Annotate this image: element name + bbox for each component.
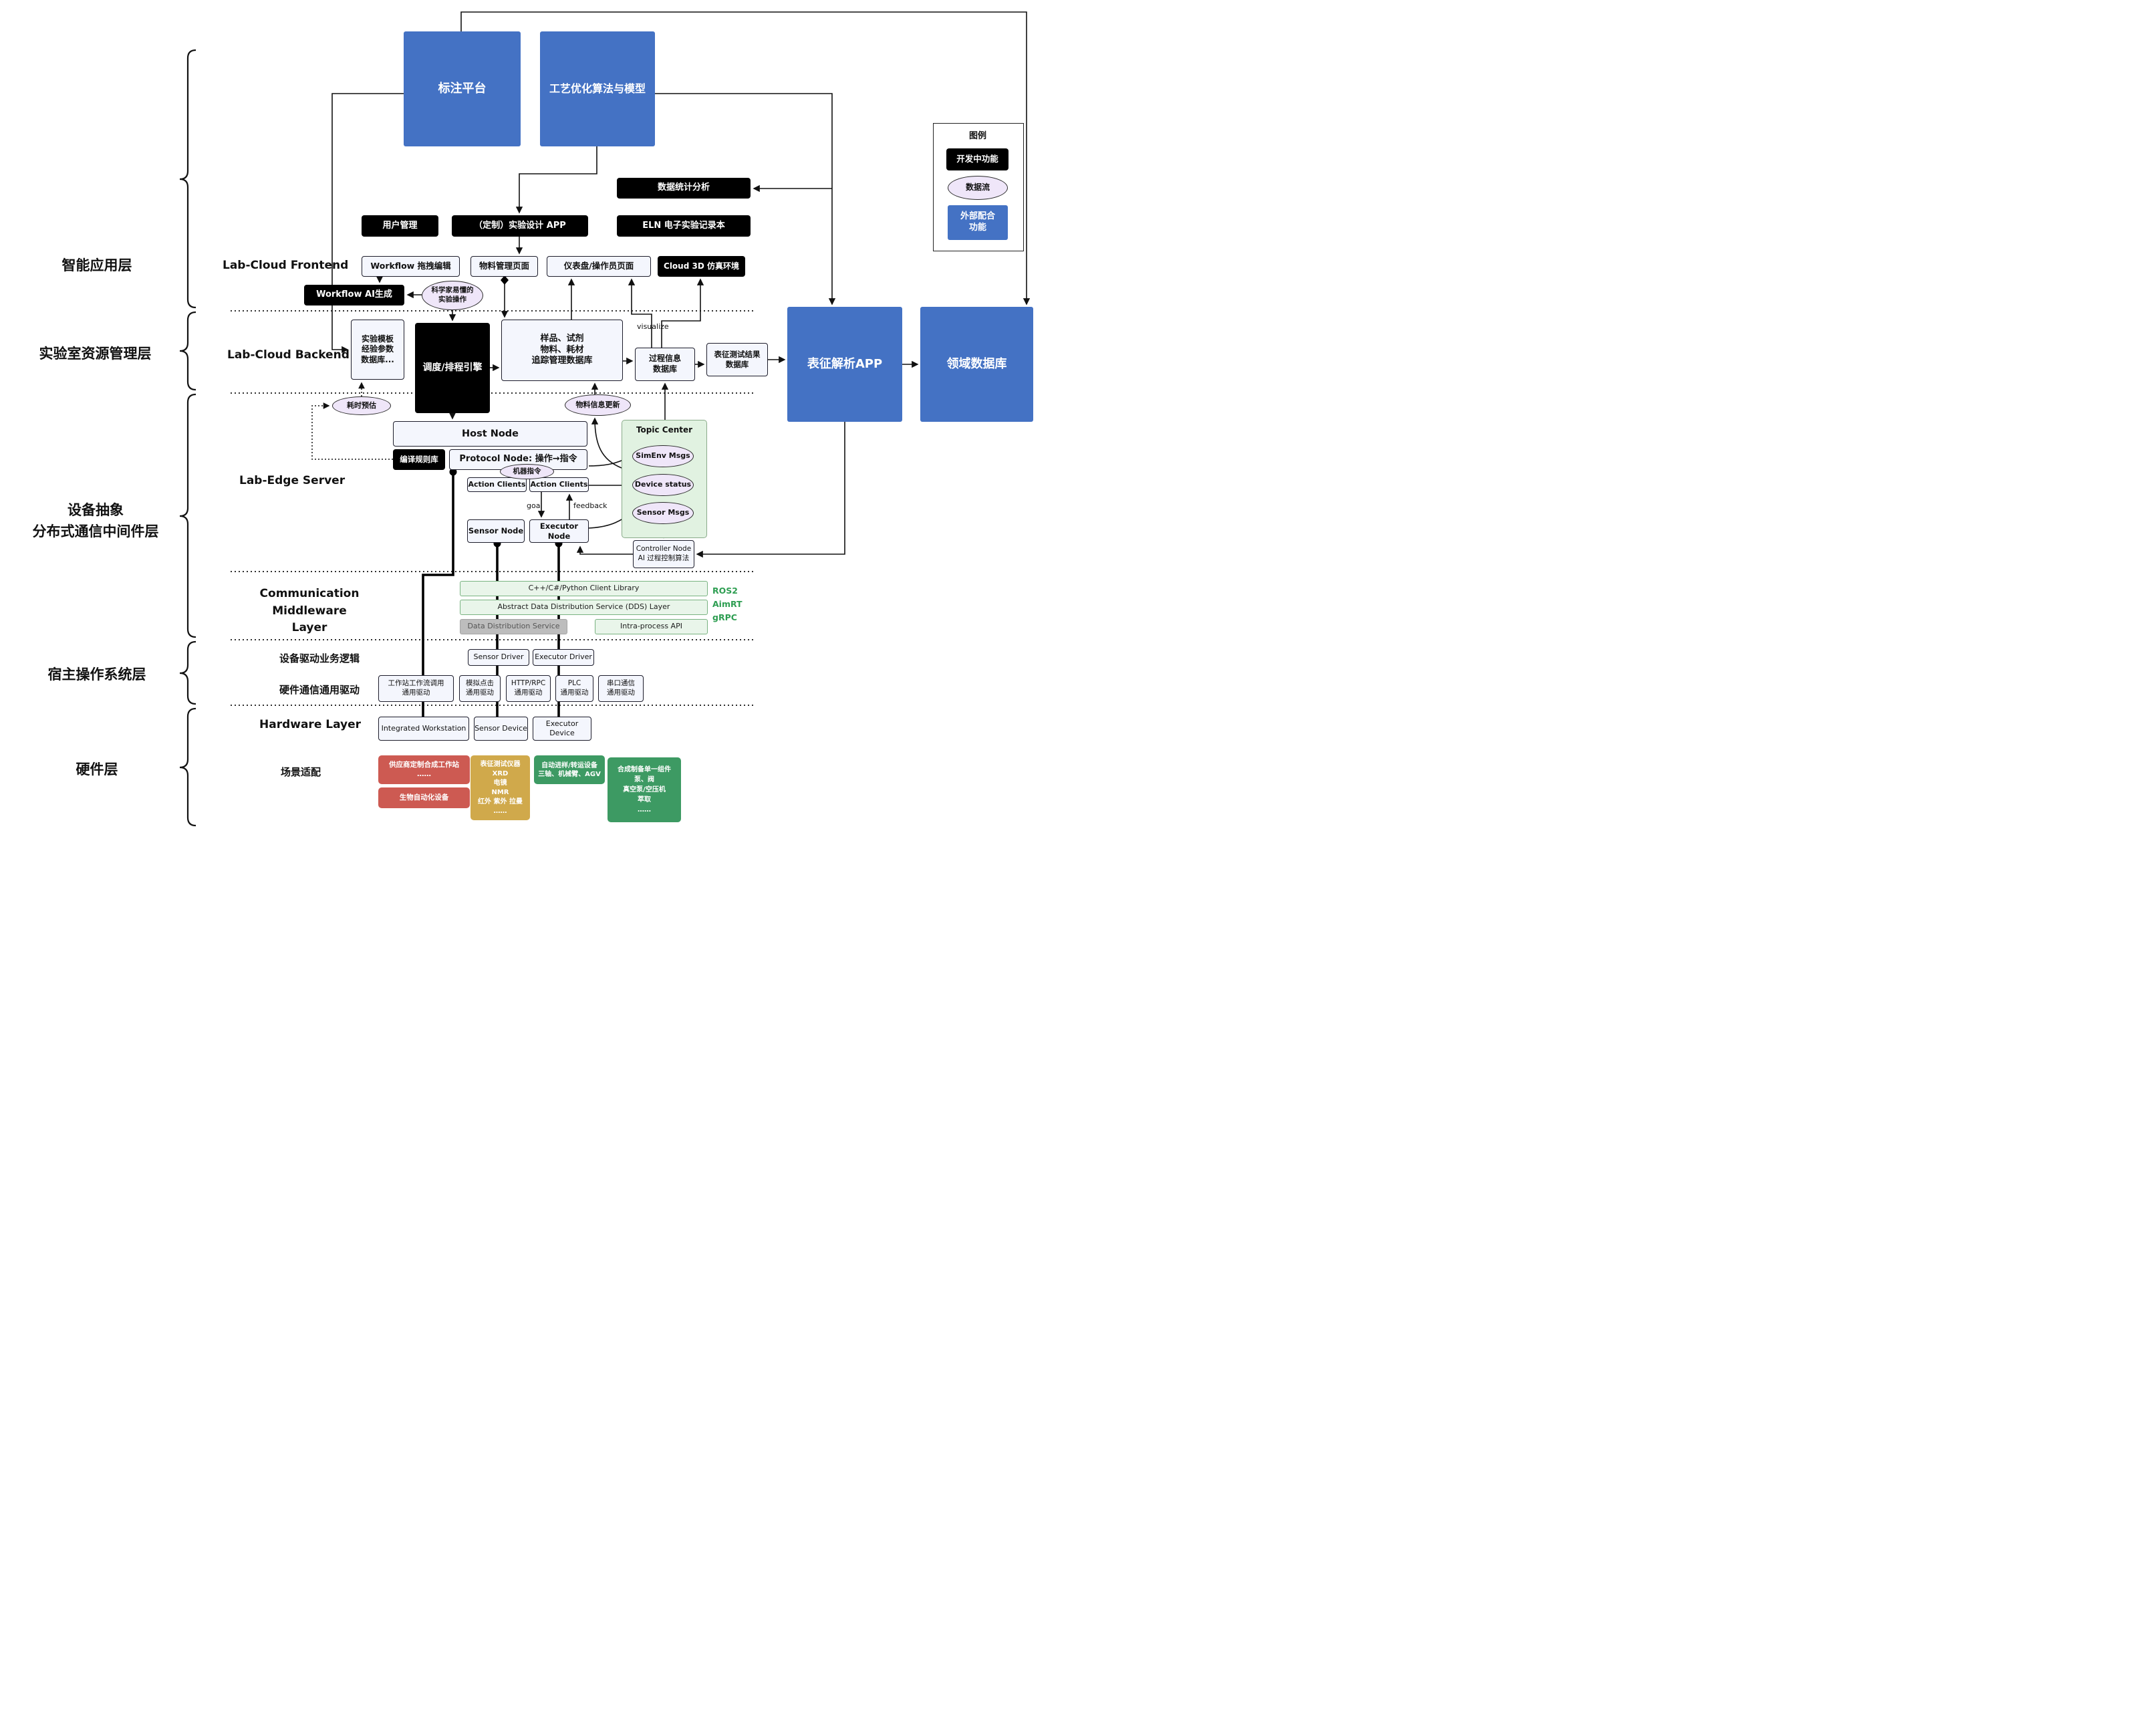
dashboard-operator-page-box: 仪表盘/操作员页面	[547, 256, 651, 277]
data-statistics-box: 数据统计分析	[617, 178, 751, 199]
architecture-diagram: 智能应用层 实验室资源管理层 设备抽象 分布式通信中间件层 宿主操作系统层 硬件…	[0, 0, 1036, 829]
layer-separators	[231, 310, 755, 706]
visualize-label: visualize	[637, 322, 669, 331]
machine-instruction-ellipse: 机器指令	[500, 464, 554, 479]
characterization-result-db-box: 表征测试结果 数据库	[706, 343, 768, 376]
http-rpc-driver-box: HTTP/RPC 通用驱动	[506, 675, 551, 702]
action-clients-left-box: Action Clients	[467, 477, 527, 492]
process-info-db-box: 过程信息 数据库	[635, 348, 695, 381]
workflow-ai-generate-box: Workflow AI生成	[304, 285, 404, 305]
sensor-driver-box: Sensor Driver	[468, 649, 529, 666]
characterization-analysis-app-box: 表征解析APP	[787, 307, 902, 422]
section-label-frontend: Lab-Cloud Frontend	[223, 259, 349, 272]
cloud-3d-sim-box: Cloud 3D 仿真环境	[658, 256, 745, 277]
sensor-device-box: Sensor Device	[474, 717, 528, 741]
user-management-box: 用户管理	[362, 215, 438, 237]
scheduler-engine-box: 调度/排程引擎	[415, 323, 490, 413]
middleware-protocols-label: ROS2 AimRT gRPC	[712, 586, 743, 622]
sample-material-db-box: 样品、试剂 物料、耗材 追踪管理数据库	[501, 320, 623, 381]
executor-node-box: Executor Node	[529, 519, 589, 543]
simenv-msgs-ellipse: SimEnv Msgs	[632, 445, 694, 467]
section-label-backend: Lab-Cloud Backend	[227, 348, 350, 362]
connectors	[331, 11, 1031, 558]
synthesis-component-box: 合成制备单一组件 泵、阀 真空泵/空压机 萃取 ……	[608, 757, 681, 822]
serial-driver-box: 串口通信 通用驱动	[598, 675, 644, 702]
workstation-workflow-driver-box: 工作站工作流调用 通用驱动	[378, 675, 454, 702]
section-label-driver-logic: 设备驱动业务逻辑	[279, 652, 360, 664]
executor-driver-box: Executor Driver	[533, 649, 594, 666]
section-label-comm-middleware: Communication Middleware Layer	[259, 587, 360, 634]
layer-label-hardware: 硬件层	[76, 761, 118, 777]
goal-label: goal	[527, 501, 543, 510]
integrated-workstation-box: Integrated Workstation	[378, 717, 469, 741]
dds-service-box: Data Distribution Service	[460, 619, 567, 634]
click-sim-driver-box: 模拟点击 通用驱动	[459, 675, 501, 702]
dotted-connectors	[311, 382, 393, 460]
section-label-hardware-layer: Hardware Layer	[259, 718, 362, 731]
layer-label-app: 智能应用层	[61, 257, 132, 273]
intra-process-api-box: Intra-process API	[595, 619, 708, 634]
time-estimate-ellipse: 耗时预估	[332, 396, 391, 415]
legend-title: 图例	[968, 131, 986, 141]
annotation-platform-box: 标注平台	[404, 31, 521, 146]
eln-box: ELN 电子实验记录本	[617, 215, 751, 237]
section-label-scene-adapt: 场景适配	[281, 766, 321, 778]
plc-driver-box: PLC 通用驱动	[555, 675, 593, 702]
section-label-edge-server: Lab-Edge Server	[239, 474, 346, 487]
sensor-msgs-ellipse: Sensor Msgs	[632, 502, 694, 524]
legend-external-box: 外部配合 功能	[948, 205, 1008, 240]
material-management-page-box: 物料管理页面	[470, 256, 538, 277]
controller-node-box: Controller Node AI 过程控制算法	[633, 540, 694, 568]
dds-layer-row: Abstract Data Distribution Service (DDS)…	[460, 600, 708, 615]
layer-label-host-os: 宿主操作系统层	[47, 666, 146, 683]
layer-label-device-middleware: 设备抽象 分布式通信中间件层	[32, 502, 159, 539]
material-info-update-ellipse: 物料信息更新	[565, 394, 631, 416]
legend-dataflow-ellipse: 数据流	[948, 176, 1008, 200]
feedback-label: feedback	[573, 501, 608, 510]
process-optimization-model-box: 工艺优化算法与模型	[540, 31, 655, 146]
executor-device-box: Executor Device	[533, 717, 591, 741]
vendor-workstation-box: 供应商定制合成工作站 ……	[378, 755, 470, 784]
topic-center-title: Topic Center	[636, 425, 693, 435]
characterization-instrument-box: 表征测试仪器 XRD 电镜 NMR 红外 紫外 拉曼 ……	[470, 755, 530, 820]
action-clients-right-box: Action Clients	[529, 477, 589, 492]
experiment-template-db-box: 实验模板 经验参数 数据库...	[351, 320, 404, 380]
workflow-drag-editor-box: Workflow 拖拽编辑	[362, 256, 460, 277]
transfer-device-box: 自动进样/转运设备 三轴、机械臂、AGV	[534, 755, 605, 784]
bio-automation-box: 生物自动化设备	[378, 787, 470, 808]
client-library-row: C++/C#/Python Client Library	[460, 581, 708, 596]
layer-braces	[179, 49, 196, 827]
legend-developing-box: 开发中功能	[946, 148, 1008, 170]
compile-rules-box: 编译规则库	[393, 449, 445, 470]
host-node-box: Host Node	[393, 421, 587, 447]
layer-label-resource: 实验室资源管理层	[39, 346, 152, 362]
device-status-ellipse: Device status	[632, 474, 694, 496]
domain-database-box: 领域数据库	[920, 307, 1033, 422]
scientist-friendly-ops-ellipse: 科学家易懂的 实验操作	[422, 281, 483, 310]
custom-experiment-design-app-box: （定制）实验设计 APP	[452, 215, 588, 237]
section-label-hw-comm-driver: 硬件通信通用驱动	[279, 684, 360, 696]
sensor-node-box: Sensor Node	[467, 519, 525, 543]
